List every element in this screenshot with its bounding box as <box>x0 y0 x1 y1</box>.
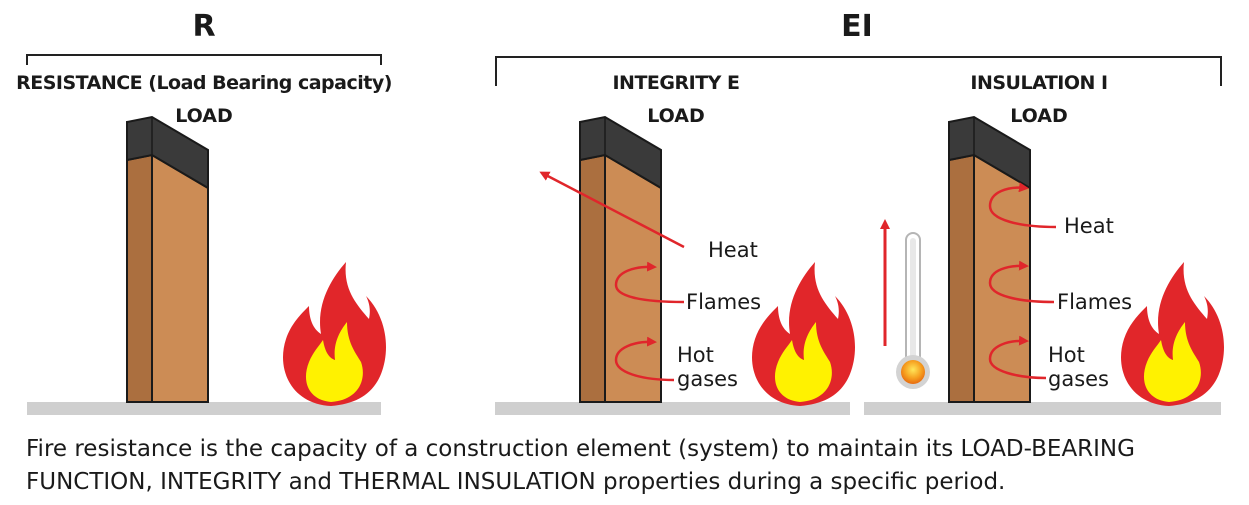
heat-label: Heat <box>708 238 758 262</box>
r-bracket <box>26 54 382 65</box>
gases-label: gases <box>677 367 738 391</box>
flame-icon <box>1121 262 1224 406</box>
integrity-heading: INTEGRITY E <box>612 72 739 94</box>
load-label-integrity: LOAD <box>647 105 705 127</box>
resistance-heading: RESISTANCE (Load Bearing capacity) <box>16 72 392 94</box>
wall-insulation <box>948 115 1031 403</box>
ground-integrity <box>495 402 850 415</box>
gases-label: gases <box>1048 367 1109 391</box>
wall-r <box>126 115 209 403</box>
ground-insulation <box>864 402 1221 415</box>
hot-gases-swirl-arrow <box>988 335 1047 380</box>
hot-label: Hot <box>1048 343 1085 367</box>
thermometer-icon <box>896 232 930 389</box>
flames-swirl-arrow <box>614 261 685 304</box>
heat-label: Heat <box>1064 214 1114 238</box>
flames-label: Flames <box>1057 290 1132 314</box>
insulation-heading: INSULATION I <box>970 72 1107 94</box>
load-label-insulation: LOAD <box>1010 105 1068 127</box>
heat-arrow <box>539 171 685 249</box>
ground-r <box>27 402 381 415</box>
load-label-r: LOAD <box>175 105 233 127</box>
ei-bracket <box>495 56 1222 86</box>
flame-icon <box>752 262 855 406</box>
hot-label: Hot <box>677 343 714 367</box>
r-letter: R <box>192 9 215 44</box>
flame-icon <box>283 262 386 406</box>
flames-swirl-arrow <box>988 260 1055 304</box>
flames-label: Flames <box>686 290 761 314</box>
ei-letter: EI <box>841 9 873 44</box>
caption-line-2: FUNCTION, INTEGRITY and THERMAL INSULATI… <box>26 469 1006 495</box>
caption-line-1: Fire resistance is the capacity of a con… <box>26 436 1135 462</box>
hot-gases-swirl-arrow <box>614 336 675 382</box>
wall-integrity <box>579 115 662 403</box>
heat-swirl-arrow <box>988 182 1057 229</box>
caption: Fire resistance is the capacity of a con… <box>26 433 1226 499</box>
